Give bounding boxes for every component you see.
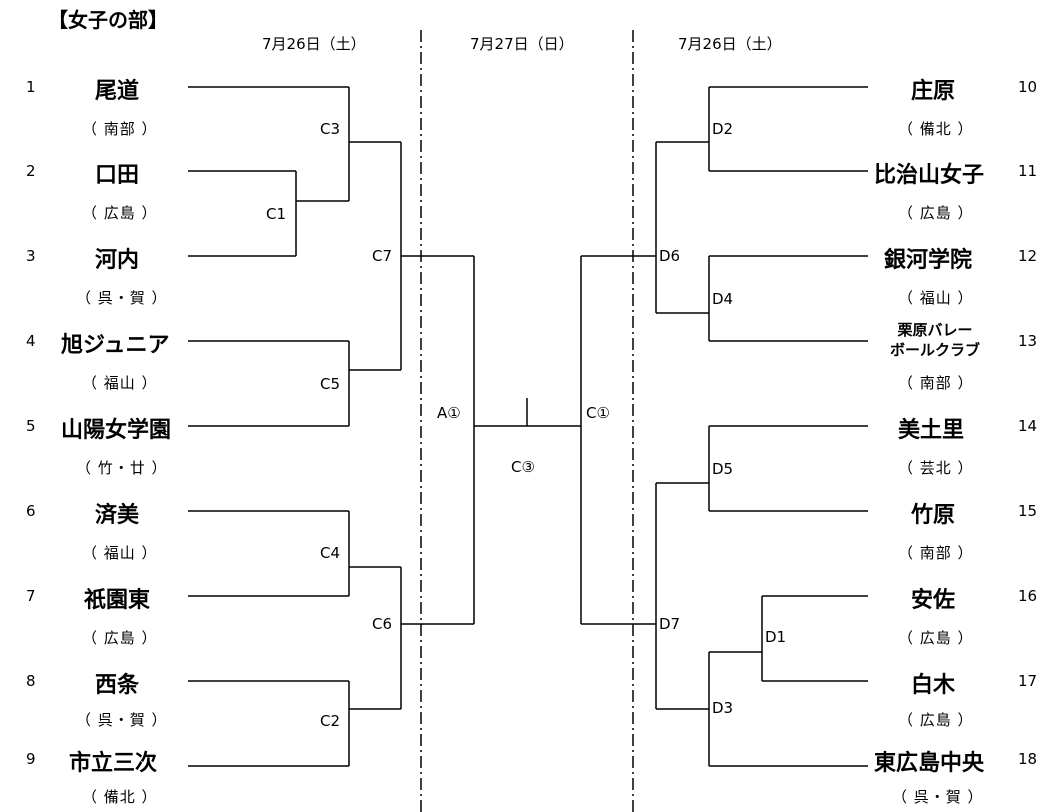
match-label-c5: C5 xyxy=(320,375,341,393)
team-region: （ 呉・賀 ） xyxy=(76,289,168,307)
team-number: 5 xyxy=(26,417,36,435)
date-center: 7月27日（日） xyxy=(470,35,574,53)
match-label-c6: C6 xyxy=(372,615,393,633)
team-region: （ 備北 ） xyxy=(82,788,158,806)
team-region: （ 呉・賀 ） xyxy=(892,788,984,806)
team-number: 6 xyxy=(26,502,36,520)
team-name: 市立三次 xyxy=(69,751,158,776)
match-label-d7: D7 xyxy=(659,615,681,633)
date-left: 7月26日（土） xyxy=(262,35,366,53)
team-number: 9 xyxy=(26,750,36,768)
match-label-c2: C2 xyxy=(320,712,341,730)
team-number: 1 xyxy=(26,78,36,96)
team-number: 8 xyxy=(26,672,36,690)
team-name-line2: ボールクラブ xyxy=(889,341,980,359)
team-name: 美土里 xyxy=(898,418,965,443)
team-name: 口田 xyxy=(95,163,140,188)
match-label-c3: C3 xyxy=(320,120,341,138)
team-region: （ 芸北 ） xyxy=(898,459,974,477)
team-number: 16 xyxy=(1018,587,1038,605)
page-title: 【女子の部】 xyxy=(48,8,168,32)
match-label-c1: C1 xyxy=(266,205,287,223)
match-label-d2: D2 xyxy=(712,120,734,138)
team-region: （ 福山 ） xyxy=(898,289,974,307)
team-region: （ 福山 ） xyxy=(82,374,158,392)
team-number: 14 xyxy=(1018,417,1038,435)
team-number: 12 xyxy=(1018,247,1038,265)
team-number: 18 xyxy=(1018,750,1038,768)
team-number: 11 xyxy=(1018,162,1038,180)
team-region: （ 広島 ） xyxy=(82,629,158,647)
team-number: 17 xyxy=(1018,672,1038,690)
team-region: （ 広島 ） xyxy=(898,711,974,729)
team-name: 西条 xyxy=(95,673,140,698)
match-label-d6: D6 xyxy=(659,247,681,265)
team-name: 済美 xyxy=(95,503,140,528)
team-region: （ 南部 ） xyxy=(82,120,158,138)
match-label-a1: A① xyxy=(437,404,461,422)
team-name: 祇園東 xyxy=(84,588,151,613)
team-name: 庄原 xyxy=(911,79,956,104)
team-region: （ 南部 ） xyxy=(898,374,974,392)
team-name: 竹原 xyxy=(911,503,956,528)
match-label-d3: D3 xyxy=(712,699,734,717)
team-region: （ 広島 ） xyxy=(898,629,974,647)
match-label-c7: C7 xyxy=(372,247,393,265)
match-label-d5: D5 xyxy=(712,460,734,478)
match-label-d4: D4 xyxy=(712,290,734,308)
match-label-d1: D1 xyxy=(765,628,787,646)
team-name: 河内 xyxy=(95,248,140,273)
team-region: （ 広島 ） xyxy=(898,204,974,222)
team-name-line1: 栗原バレー xyxy=(897,321,973,339)
team-name: 白木 xyxy=(911,673,956,698)
team-number: 4 xyxy=(26,332,36,350)
team-number: 15 xyxy=(1018,502,1038,520)
team-number: 2 xyxy=(26,162,36,180)
match-label-c-right: C① xyxy=(586,404,610,422)
team-name: 比治山女子 xyxy=(874,163,985,188)
match-label-c-final: C③ xyxy=(511,458,535,476)
team-number: 10 xyxy=(1018,78,1038,96)
team-name: 銀河学院 xyxy=(884,248,973,273)
team-region: （ 竹・廿 ） xyxy=(76,459,168,477)
match-label-c4: C4 xyxy=(320,544,341,562)
team-region: （ 呉・賀 ） xyxy=(76,711,168,729)
team-region: （ 福山 ） xyxy=(82,544,158,562)
team-name: 安佐 xyxy=(911,588,956,613)
date-right: 7月26日（土） xyxy=(678,35,782,53)
team-region: （ 備北 ） xyxy=(898,120,974,138)
team-name: 旭ジュニア xyxy=(61,333,170,358)
team-number: 3 xyxy=(26,247,36,265)
team-name: 山陽女学園 xyxy=(61,418,172,443)
team-name: 尾道 xyxy=(95,79,140,104)
team-region: （ 南部 ） xyxy=(898,544,974,562)
team-name: 東広島中央 xyxy=(874,751,985,776)
team-number: 7 xyxy=(26,587,36,605)
team-name: 栗原バレー ボールクラブ xyxy=(880,320,990,360)
team-region: （ 広島 ） xyxy=(82,204,158,222)
team-number: 13 xyxy=(1018,332,1038,350)
